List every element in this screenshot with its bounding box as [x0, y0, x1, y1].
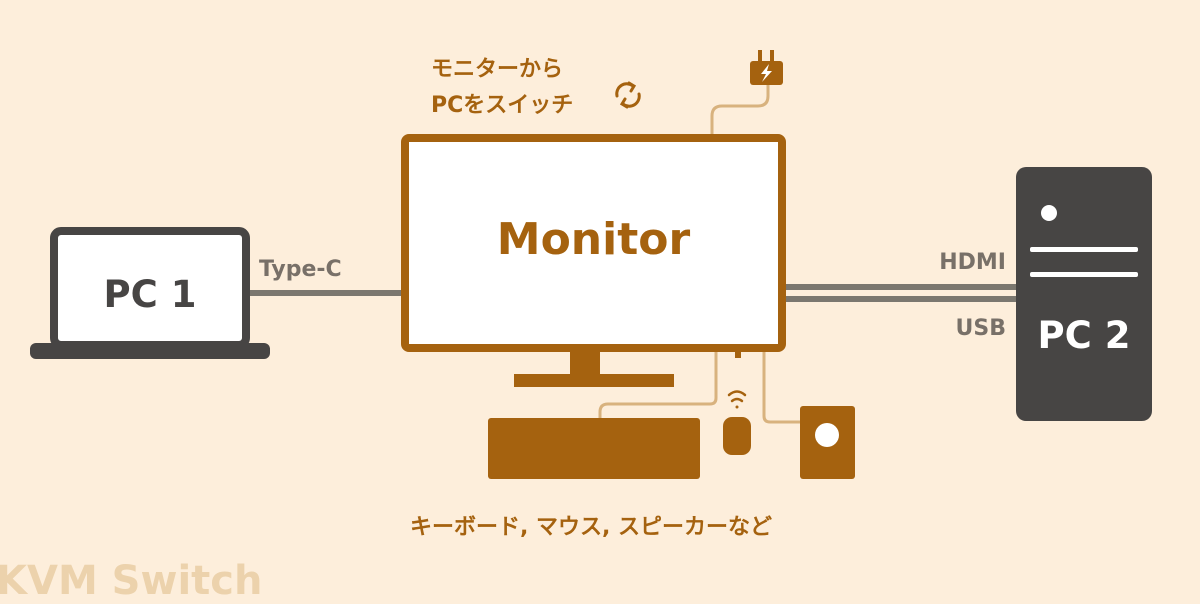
drive-slot-2: [1030, 272, 1138, 277]
mouse: [723, 417, 751, 455]
speaker-cone: [815, 423, 839, 447]
wireless-signal-icon: [727, 390, 747, 409]
switch-note-line1: モニターから: [431, 57, 564, 82]
power-button: [1041, 205, 1057, 221]
pc2-label: PC 2: [1037, 314, 1131, 357]
switch-note-line2: PCをスイッチ: [431, 93, 574, 118]
monitor-neck: [570, 352, 600, 376]
speaker-cable: [762, 350, 800, 424]
type-c-label: Type-C: [259, 257, 342, 282]
usb-label: USB: [955, 316, 1006, 341]
monitor-screen: [401, 134, 786, 352]
power-cable: [710, 84, 770, 137]
keyboard-cable: [598, 350, 718, 418]
keyboard: [488, 418, 700, 479]
power-plug-icon: [750, 50, 783, 85]
monitor-port: [735, 348, 741, 358]
monitor-base: [514, 374, 674, 387]
hdmi-label: HDMI: [939, 250, 1006, 275]
pc1-label: PC 1: [103, 273, 197, 316]
tower-pc: [1016, 167, 1152, 421]
laptop-base: [30, 343, 270, 359]
refresh-icon: [615, 81, 641, 109]
monitor-label: Monitor: [496, 214, 691, 265]
drive-slot-1: [1030, 247, 1138, 252]
kvm-switch-watermark: KVM Switch: [0, 558, 263, 604]
peripherals-label: キーボード, マウス, スピーカーなど: [410, 515, 773, 540]
